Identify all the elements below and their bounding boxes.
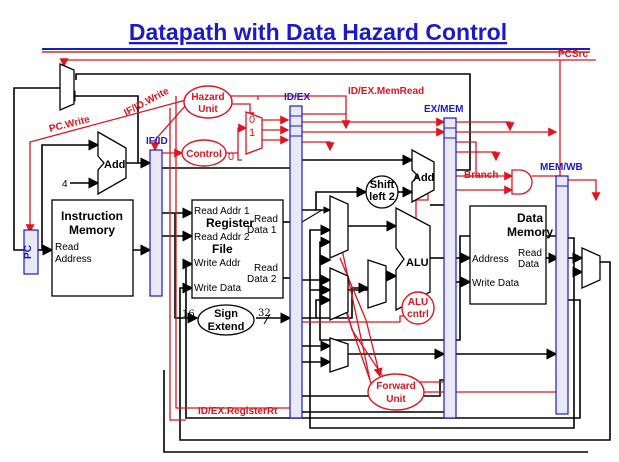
rf-read2-label: Read xyxy=(254,263,278,274)
alu-cntrl-line1: ALU xyxy=(408,297,429,308)
hazard-unit-line1: Hazard xyxy=(191,92,224,103)
id-ex-registerrt-label: ID/EX.RegisterRt xyxy=(198,406,278,417)
pc-adder-label: Add xyxy=(104,159,125,171)
branch-and-gate xyxy=(511,169,533,195)
dm-data-label: Data xyxy=(518,259,540,270)
alu-label: ALU xyxy=(406,257,429,269)
alu-cntrl-line2: cntrl xyxy=(407,309,429,320)
ex-mem-label: EX/MEM xyxy=(424,104,463,115)
id-ex-label: ID/EX xyxy=(284,92,310,103)
sign-extend-line1: Sign xyxy=(214,308,238,320)
rf-file-label: File xyxy=(212,242,233,256)
sign-extend-line2: Extend xyxy=(208,321,245,333)
control-wires xyxy=(25,58,601,421)
mem-wb-register xyxy=(555,175,569,415)
if-id-label: IF/ID xyxy=(146,136,168,147)
control-zero-label: 0 xyxy=(228,151,234,163)
pc-register: PC xyxy=(23,229,39,275)
constant-four: 4 xyxy=(62,179,68,190)
alu-control: ALU cntrl xyxy=(401,291,435,325)
branch-label: Branch xyxy=(464,170,498,181)
rf-read-addr2: Read Addr 2 xyxy=(194,232,250,243)
im-title-line1: Instruction xyxy=(61,209,123,223)
rf-write-addr: Write Addr xyxy=(194,258,241,269)
shift-left-line2: left 2 xyxy=(369,191,395,203)
page-title: Datapath with Data Hazard Control xyxy=(129,19,507,45)
pcsrc-label: PCSrc xyxy=(558,49,588,60)
alu-a-forward-mux xyxy=(329,194,349,260)
id-ex-memread-label: ID/EX.MemRead xyxy=(348,86,424,97)
writeback-mux xyxy=(581,246,601,290)
pc-label: PC xyxy=(23,245,34,259)
mux-one-label: 1 xyxy=(249,127,255,139)
if-id-write-label: IF/ID.Write xyxy=(122,86,171,119)
register-file: Read Addr 1 Register Read Addr 2 File Wr… xyxy=(191,199,284,299)
dm-read-label: Read xyxy=(518,248,542,259)
alu-b-forward-mux xyxy=(329,266,349,322)
branch-adder-label: Add xyxy=(413,172,434,184)
pc-adder: Add xyxy=(97,130,127,196)
dm-title-line2: Memory xyxy=(507,225,553,239)
control-unit-label: Control xyxy=(186,149,222,160)
reg-dst-mux xyxy=(329,337,349,373)
im-address-label: Address xyxy=(55,254,92,265)
im-read-label: Read xyxy=(55,242,79,253)
rf-write-data: Write Data xyxy=(194,283,241,294)
control-zero-mux xyxy=(245,111,263,155)
forward-unit: Forward Unit xyxy=(367,373,425,411)
sign-extend: Sign Extend xyxy=(197,304,255,336)
pc-source-mux xyxy=(59,63,75,111)
dm-address-label: Address xyxy=(472,254,509,265)
im-title-line2: Memory xyxy=(69,223,115,237)
data-memory: Data Memory Address Read Data Write Data xyxy=(469,205,553,305)
hazard-unit-line2: Unit xyxy=(198,104,218,115)
datapath-wires xyxy=(13,73,611,453)
hazard-unit: Hazard Unit xyxy=(183,85,233,119)
branch-adder: Add xyxy=(411,148,435,204)
rf-data1-label: Data 1 xyxy=(247,225,277,236)
rf-data2-label: Data 2 xyxy=(247,274,277,285)
alu-src-mux xyxy=(367,259,387,309)
forward-unit-line2: Unit xyxy=(386,394,406,405)
instruction-memory: Instruction Memory Read Address xyxy=(51,199,134,297)
rf-register-label: Register xyxy=(206,216,254,230)
ex-mem-register xyxy=(443,117,457,419)
mux-zero-label: 0 xyxy=(249,114,255,126)
if-id-register xyxy=(149,149,163,297)
dm-write-data-label: Write Data xyxy=(472,278,519,289)
mem-wb-label: MEM/WB xyxy=(540,162,583,173)
forward-unit-line1: Forward xyxy=(376,381,415,392)
bits-32-label: 32 xyxy=(258,308,271,319)
shift-left-line1: Shift xyxy=(370,179,395,191)
alu: ALU xyxy=(395,206,431,312)
rf-read1-label: Read xyxy=(254,214,278,225)
dm-title-line1: Data xyxy=(517,211,543,225)
rf-read-addr1: Read Addr 1 xyxy=(194,206,250,217)
id-ex-register xyxy=(289,105,303,419)
shift-left-2: Shift left 2 xyxy=(365,175,399,209)
control-unit: Control xyxy=(181,139,227,167)
bits-16-label: 16 xyxy=(182,309,195,320)
